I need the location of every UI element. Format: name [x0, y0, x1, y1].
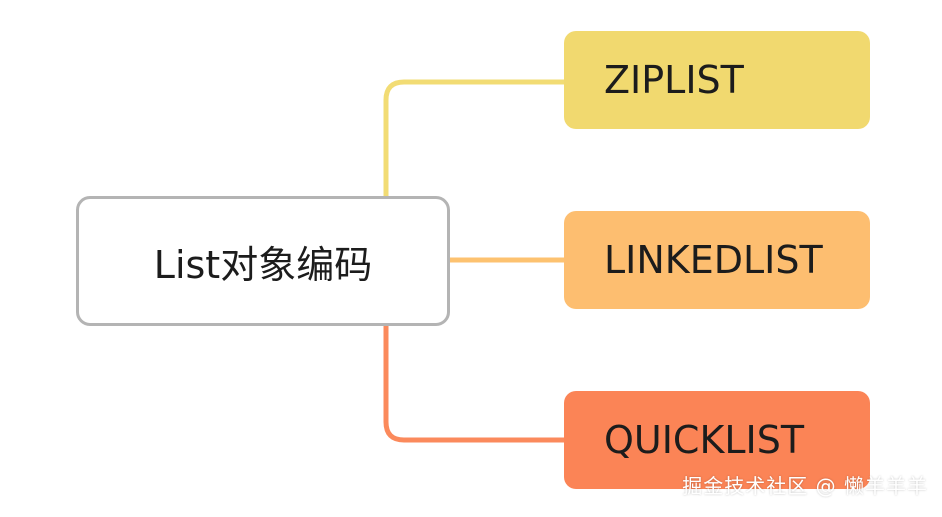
- node-quicklist: QUICKLIST: [564, 391, 870, 489]
- watermark-text: 掘金技术社区 @ 懒羊羊羊: [682, 474, 928, 498]
- node-quicklist-label: QUICKLIST: [604, 418, 805, 462]
- node-linkedlist-label: LINKEDLIST: [604, 238, 823, 282]
- root-node-label: List对象编码: [153, 242, 373, 287]
- connector-ziplist: [383, 79, 567, 199]
- node-linkedlist: LINKEDLIST: [564, 211, 870, 309]
- node-ziplist: ZIPLIST: [564, 31, 870, 129]
- root-node-list-encoding: List对象编码: [76, 196, 450, 326]
- node-ziplist-label: ZIPLIST: [604, 58, 744, 102]
- connector-quicklist: [383, 323, 567, 443]
